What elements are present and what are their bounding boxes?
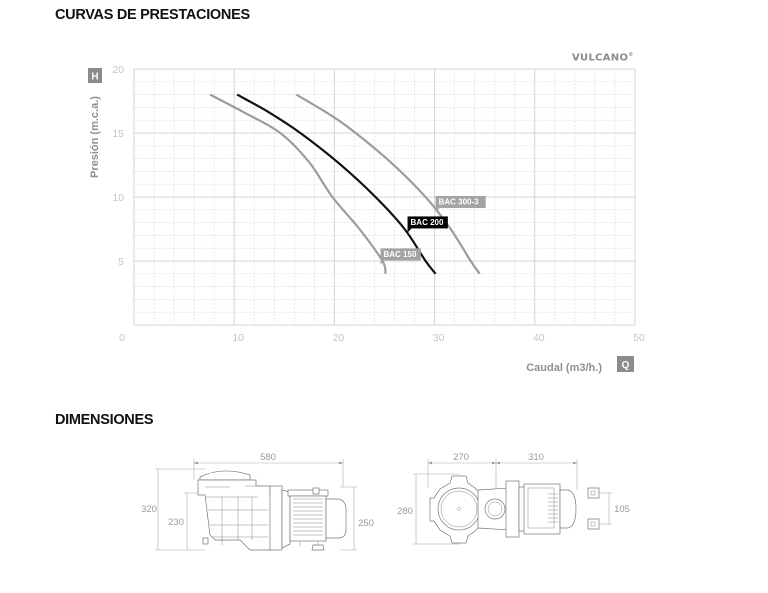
dim-height-inlet: 230: [168, 517, 184, 528]
x-tick-label: 30: [433, 332, 445, 344]
y-tick-label: 20: [112, 64, 124, 76]
x-tick-label: 40: [533, 332, 545, 344]
dim-height-total: 320: [141, 504, 157, 515]
y-tick-label: 15: [112, 128, 124, 140]
brand-name: VULCANO: [572, 52, 629, 64]
dim-length: 580: [260, 452, 276, 463]
curve-label-text: BAC 300-3: [439, 198, 480, 207]
section-title-performance-curves: CURVAS DE PRESTACIONES: [55, 7, 250, 23]
pump-top-view-drawing: 270 310 280 105: [397, 452, 630, 545]
y-axis-title: Presión (m.c.a.): [89, 96, 101, 178]
curve-labels: BAC 150 BAC 200 BAC 300-3: [380, 195, 486, 265]
x-axis-letter: Q: [622, 360, 630, 371]
curve-label-bac-300-3: BAC 300-3: [435, 195, 486, 212]
curve-bac-300-3: [295, 93, 481, 275]
curve-bac-200: [236, 93, 437, 275]
y-axis-letter: H: [91, 72, 98, 83]
x-axis-title: Caudal (m3/h.): [526, 362, 602, 374]
y-axis-letter-badge: H: [88, 68, 102, 83]
x-tick-label: 20: [333, 332, 345, 344]
dim-width-motor: 310: [528, 452, 544, 463]
curve-label-bac-150: BAC 150: [380, 248, 421, 265]
dim-width-prefilter: 270: [453, 452, 469, 463]
dim-height-motor: 250: [358, 518, 374, 529]
curve-label-bac-200: BAC 200: [407, 216, 448, 233]
axis-ticks: 0 10 20 30 40 50 5 10 15 20: [112, 64, 645, 344]
y-tick-label: 10: [112, 192, 124, 204]
x-tick-label: 50: [633, 332, 645, 344]
curve-label-text: BAC 200: [411, 218, 444, 227]
x-tick-label: 0: [119, 332, 125, 344]
curve-label-text: BAC 150: [383, 250, 416, 259]
dim-foot-spacing: 105: [614, 504, 630, 515]
y-tick-label: 5: [118, 256, 124, 268]
brand-registered-mark: ®: [628, 52, 634, 58]
dim-depth: 280: [397, 506, 413, 517]
pump-side-view-drawing: 580 320 230 250: [141, 452, 374, 551]
x-axis-letter-badge: Q: [617, 356, 634, 372]
chart-grid: [133, 68, 636, 326]
brand-logo: VULCANO®: [572, 52, 634, 63]
x-tick-label: 10: [232, 332, 244, 344]
section-title-dimensions: DIMENSIONES: [55, 412, 154, 428]
